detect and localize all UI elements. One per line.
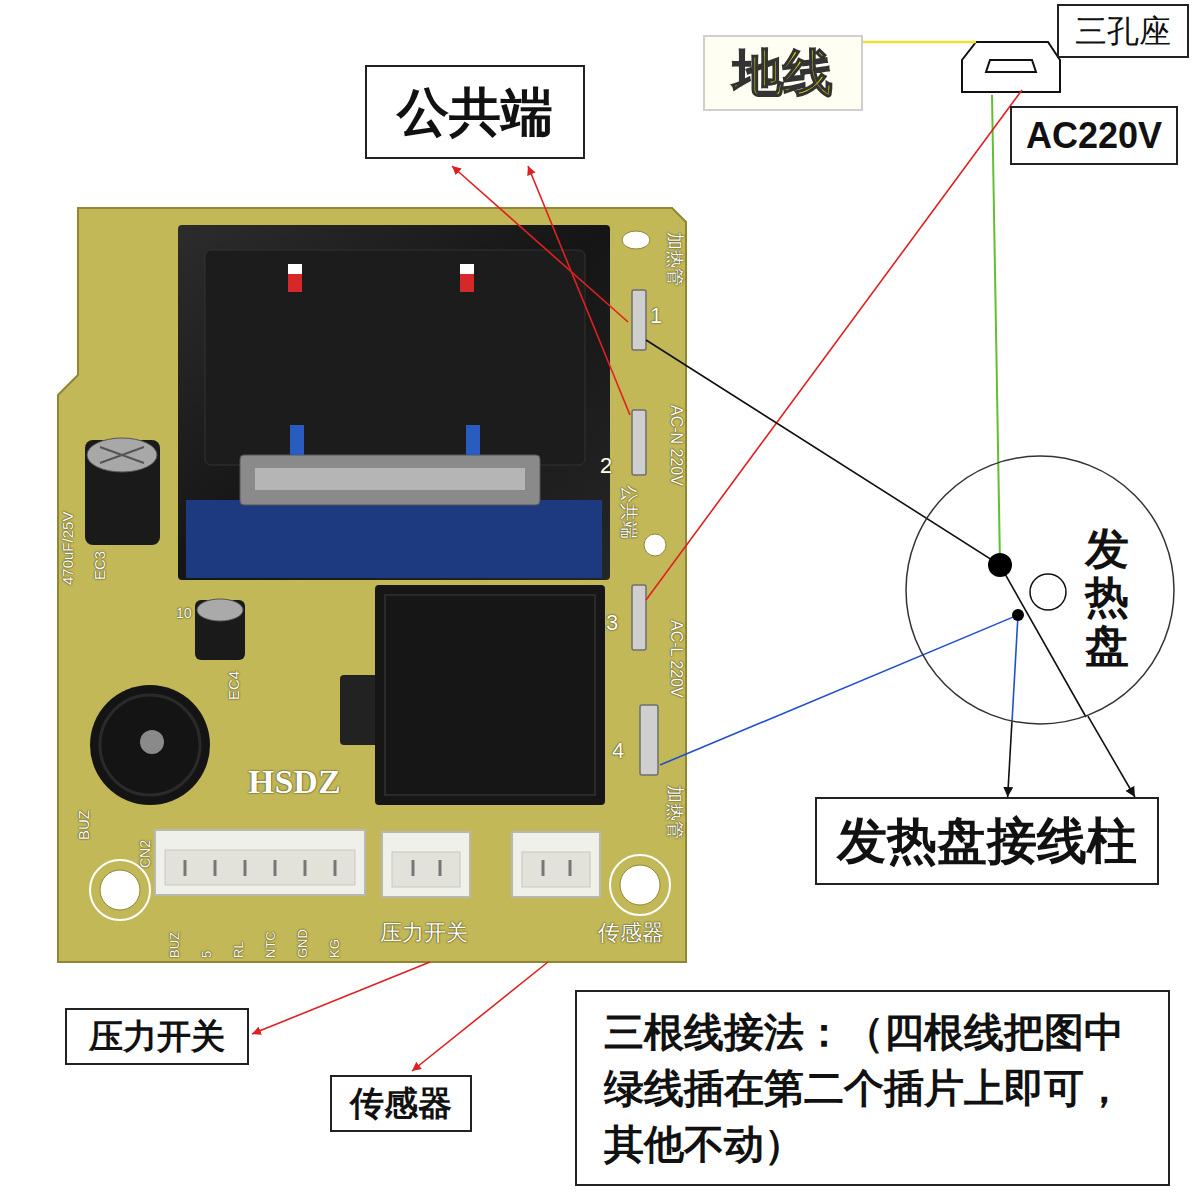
connector <box>155 830 600 897</box>
silkscreen-label: 4 <box>612 740 624 762</box>
box-label: 传感器 <box>350 1083 452 1124</box>
ground-wire <box>992 95 1000 565</box>
callout-box: 传感器 <box>330 1075 472 1132</box>
silkscreen-label: HSDZ <box>248 765 341 799</box>
ground-label-box: 地线 <box>703 35 863 111</box>
silkscreen-label: 传感器 <box>598 922 664 944</box>
ground-wire <box>862 41 976 44</box>
silkscreen-label: AC-N 220V <box>668 405 684 486</box>
silkscreen-label: 加热管 <box>666 232 684 286</box>
terminal-arrow <box>1088 716 1135 797</box>
silkscreen-label: BUZ <box>168 932 181 958</box>
box-label: 发热盘接线柱 <box>837 811 1137 871</box>
silkscreen-label: BUZ <box>76 810 91 840</box>
buzzer <box>90 685 210 805</box>
silkscreen-label: CN2 <box>138 840 152 868</box>
silkscreen-label: KG <box>328 939 341 958</box>
socket-label-box: 三孔座 <box>1057 4 1189 58</box>
voltage-label-box: AC220V <box>1010 106 1178 165</box>
leader-line <box>528 166 630 415</box>
neutral-wire <box>646 340 1086 717</box>
box-label: 公共端 <box>397 81 553 143</box>
leader-line <box>412 962 548 1071</box>
leader-line <box>252 962 430 1034</box>
vertical-label: 发热盘 <box>1085 525 1129 670</box>
box-label: 压力开关 <box>89 1016 225 1057</box>
silkscreen-label: RL <box>232 941 245 958</box>
callout-box: 压力开关 <box>65 1008 249 1065</box>
silkscreen-label: 2 <box>600 455 612 477</box>
silkscreen-label: 5 <box>200 951 213 958</box>
note-box: 三根线接法：（四根线把图中绿线插在第二个插片上即可，其他不动） <box>575 990 1170 1186</box>
silkscreen-label: 10 <box>176 606 192 620</box>
live-wire <box>646 90 1022 600</box>
relay <box>340 585 605 805</box>
box-label: AC220V <box>1026 114 1162 157</box>
silkscreen-label: GND <box>296 929 309 958</box>
heating-plate-circle: 发热盘 <box>905 455 1175 725</box>
circle-outline <box>905 455 1175 725</box>
callout-box: 公共端 <box>365 65 585 159</box>
silkscreen-label: 公共端 <box>620 485 638 539</box>
mounting-holes <box>90 231 670 920</box>
callout-box: 发热盘接线柱 <box>815 797 1159 885</box>
socket-symbol <box>962 42 1060 92</box>
leader-line <box>452 166 628 322</box>
terminal-arrow <box>1008 722 1012 797</box>
silkscreen-label: 压力开关 <box>380 922 468 944</box>
silkscreen-label: EC3 <box>92 551 107 580</box>
silkscreen-label: 470uF/25V <box>60 512 75 585</box>
silkscreen-label: EC4 <box>226 671 241 700</box>
transformer <box>178 225 610 580</box>
silkscreen-label: 加热管 <box>666 785 684 839</box>
silkscreen-label: NTC <box>264 931 277 958</box>
heater-wire <box>660 615 1018 765</box>
box-label: 三孔座 <box>1075 12 1171 50</box>
silkscreen-label: 1 <box>650 305 662 327</box>
capacitor <box>85 438 245 660</box>
silkscreen-label: AC-L 220V <box>668 620 684 698</box>
box-label: 三根线接法：（四根线把图中绿线插在第二个插片上即可，其他不动） <box>604 1004 1141 1172</box>
silkscreen-label: 3 <box>606 612 618 634</box>
box-label: 地线 <box>733 43 833 103</box>
